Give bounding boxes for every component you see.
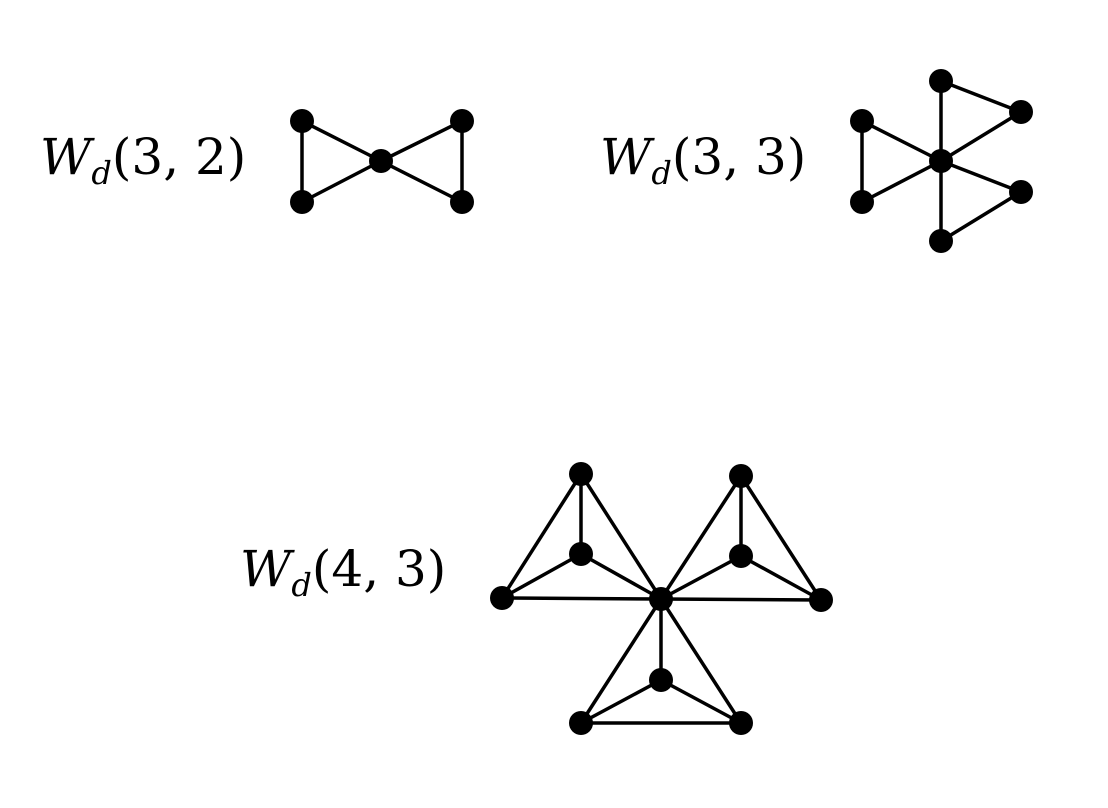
edge <box>501 596 662 601</box>
edge <box>659 475 743 600</box>
edge <box>740 554 822 602</box>
label-wd-3-2: Wd(3, 2) <box>40 128 246 192</box>
label-wd-3-3: Wd(3, 3) <box>600 128 806 192</box>
vertex <box>1009 100 1033 124</box>
vertex <box>729 544 753 568</box>
vertex <box>929 69 953 93</box>
edge <box>861 159 942 204</box>
vertex <box>290 109 314 133</box>
edge <box>579 598 663 724</box>
vertex <box>450 109 474 133</box>
label-sub: d <box>291 566 312 604</box>
edge <box>660 597 822 602</box>
edge <box>380 159 463 204</box>
label-main: W <box>240 540 292 598</box>
vertex <box>369 149 393 173</box>
edge <box>500 473 583 599</box>
label-main: W <box>40 128 92 186</box>
label-sub: d <box>651 154 672 192</box>
graph-g43 <box>490 462 833 735</box>
label-params: (3, 2) <box>111 128 247 186</box>
vertex <box>929 149 953 173</box>
edge <box>579 473 663 600</box>
vertex <box>569 462 593 486</box>
graph-g32 <box>290 109 474 214</box>
edge <box>660 554 742 601</box>
vertex <box>929 229 953 253</box>
edge <box>580 552 662 601</box>
edge <box>380 119 463 163</box>
edge <box>659 598 743 724</box>
vertex <box>649 587 673 611</box>
vertex <box>850 109 874 133</box>
edge <box>301 119 382 163</box>
label-main: W <box>600 128 652 186</box>
edge <box>940 79 1022 114</box>
vertex <box>450 190 474 214</box>
edge <box>861 119 942 163</box>
label-params: (4, 3) <box>311 540 447 598</box>
vertex <box>850 190 874 214</box>
vertex <box>729 464 753 488</box>
vertex <box>729 711 753 735</box>
vertex <box>1009 180 1033 204</box>
vertex <box>490 586 514 610</box>
vertex <box>569 542 593 566</box>
edge <box>580 678 662 725</box>
label-wd-4-3: Wd(4, 3) <box>240 540 446 604</box>
label-params: (3, 3) <box>671 128 807 186</box>
label-sub: d <box>91 154 112 192</box>
vertex <box>649 668 673 692</box>
edge <box>940 159 1022 194</box>
edge <box>940 110 1022 163</box>
edge <box>940 190 1022 243</box>
edge <box>301 159 382 204</box>
graph-g33 <box>850 69 1033 253</box>
edge <box>501 552 582 600</box>
edge <box>739 475 823 601</box>
edge <box>660 678 742 725</box>
vertex <box>809 588 833 612</box>
vertex <box>569 711 593 735</box>
vertex <box>290 190 314 214</box>
